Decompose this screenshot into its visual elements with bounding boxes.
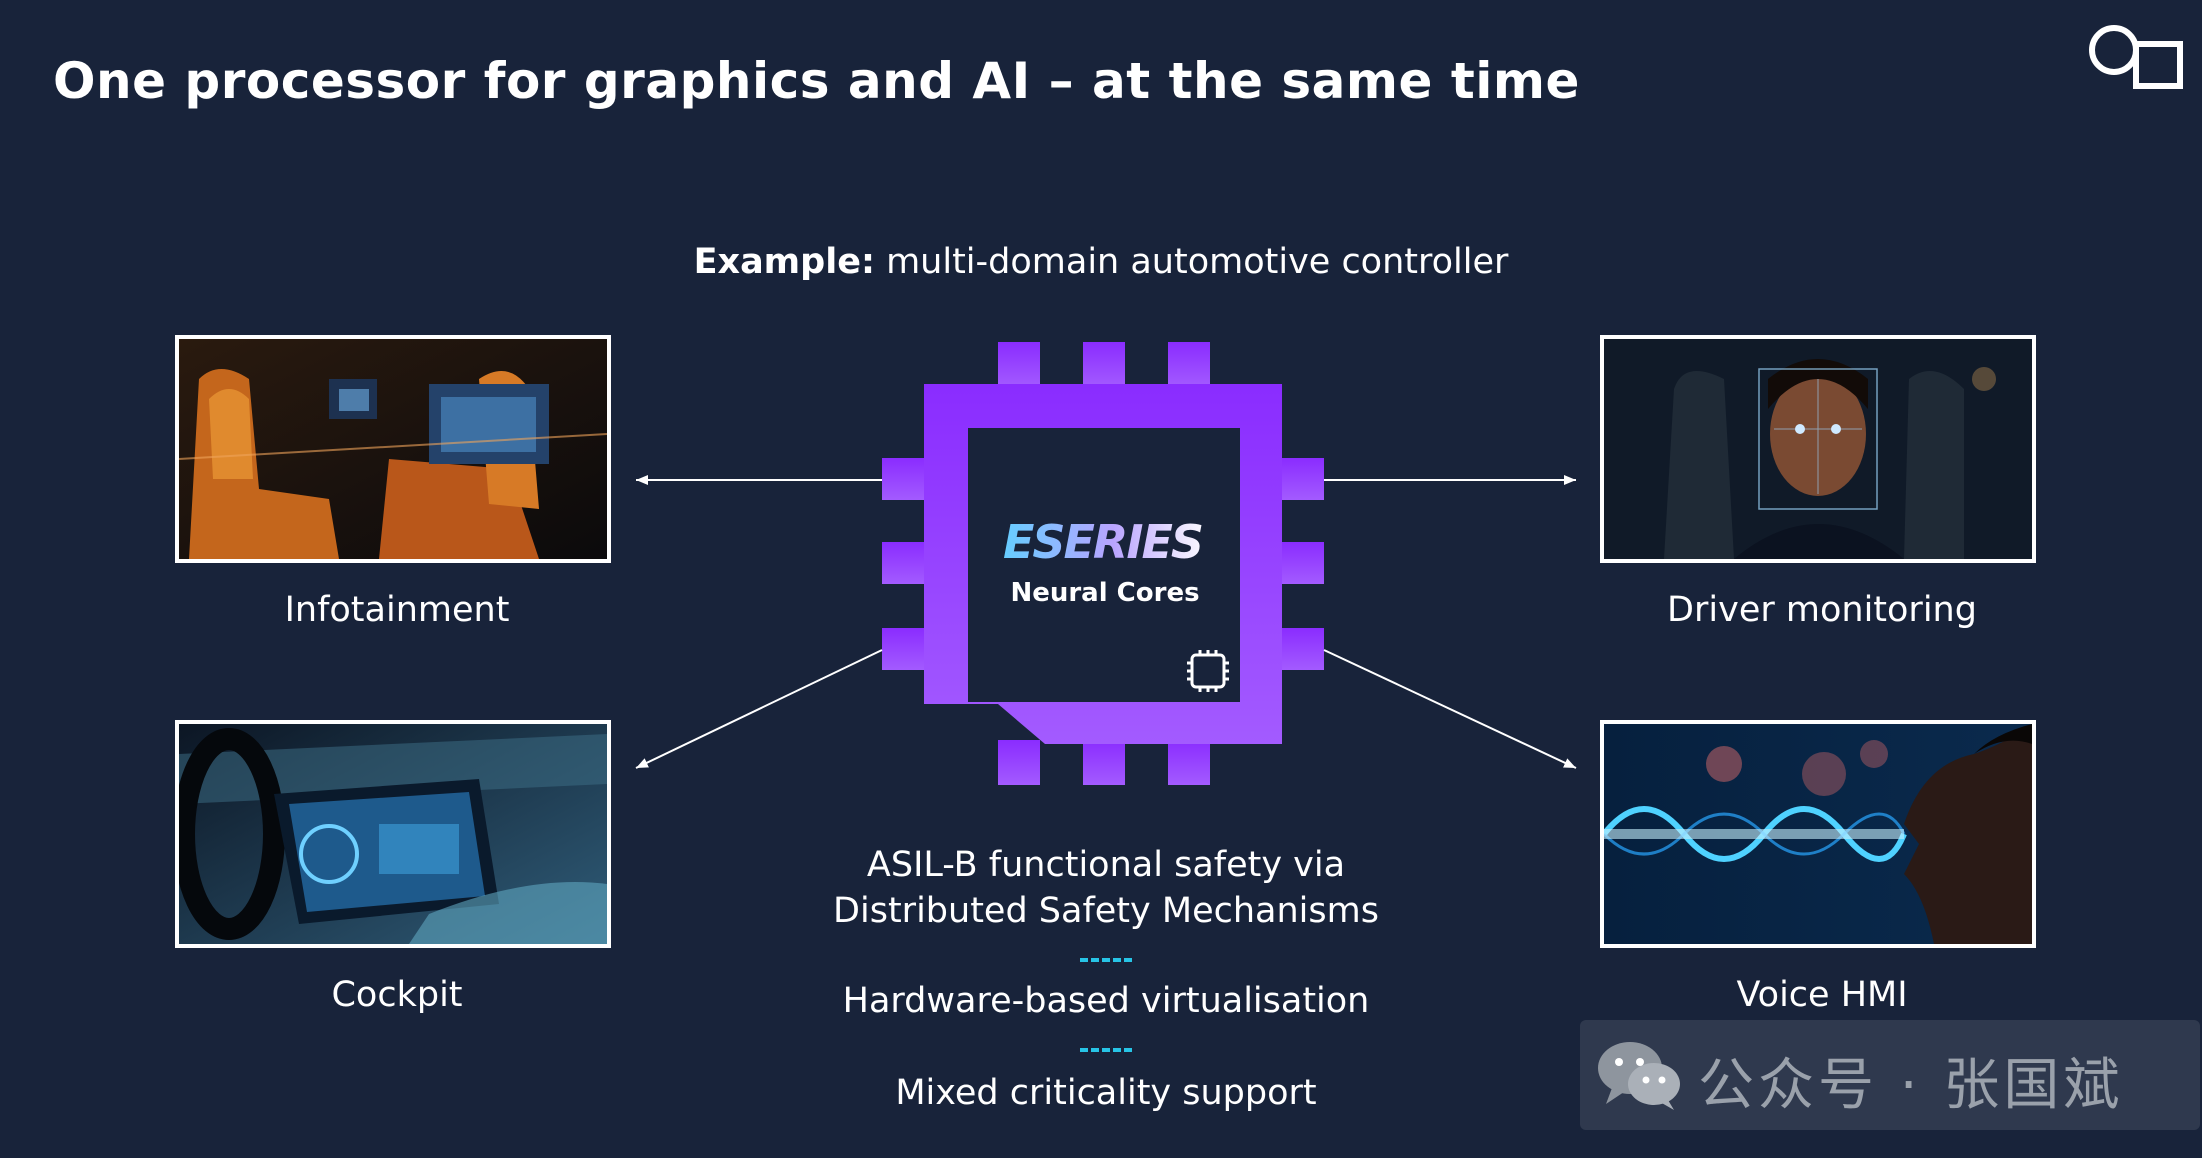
chip-body bbox=[924, 384, 1282, 744]
feature-mixed-criticality: Mixed criticality support bbox=[895, 1073, 1317, 1113]
feature-asil-line1: ASIL-B functional safety via bbox=[866, 845, 1346, 885]
voice-hmi-image bbox=[1600, 720, 2036, 948]
caption-infotainment: Infotainment bbox=[284, 590, 510, 630]
neural-cores-label: Neural Cores bbox=[1010, 578, 1200, 608]
caption-driver-monitoring: Driver monitoring bbox=[1667, 590, 1977, 630]
cockpit-image bbox=[175, 720, 611, 948]
separator-1 bbox=[1080, 958, 1132, 962]
caption-cockpit: Cockpit bbox=[331, 975, 463, 1015]
eseries-brand: ESERIES bbox=[995, 515, 1210, 569]
feature-virtualisation: Hardware-based virtualisation bbox=[842, 981, 1370, 1021]
separator-2 bbox=[1080, 1048, 1132, 1052]
infotainment-image bbox=[175, 335, 611, 563]
imagination-logo bbox=[2089, 25, 2183, 89]
chip-icon bbox=[1187, 650, 1229, 692]
subtitle-bold: Example: bbox=[693, 242, 875, 282]
watermark-text: 公众号 · 张国斌 bbox=[1698, 1053, 2124, 1118]
slide-title: One processor for graphics and AI – at t… bbox=[53, 52, 1580, 110]
arrow-cockpit bbox=[635, 649, 883, 769]
caption-voice-hmi: Voice HMI bbox=[1736, 975, 1908, 1015]
driver-monitoring-image bbox=[1600, 335, 2036, 563]
chip-pins bbox=[882, 342, 1324, 785]
wechat-watermark: 公众号 · 张国斌 bbox=[1580, 1020, 2200, 1130]
arrow-voice-hmi bbox=[1323, 649, 1577, 769]
wechat-icon bbox=[1598, 1042, 1680, 1110]
subtitle-rest: multi-domain automotive controller bbox=[874, 242, 1509, 282]
example-subtitle: Example: multi-domain automotive control… bbox=[0, 242, 2202, 282]
feature-asil-line2: Distributed Safety Mechanisms bbox=[833, 891, 1379, 931]
